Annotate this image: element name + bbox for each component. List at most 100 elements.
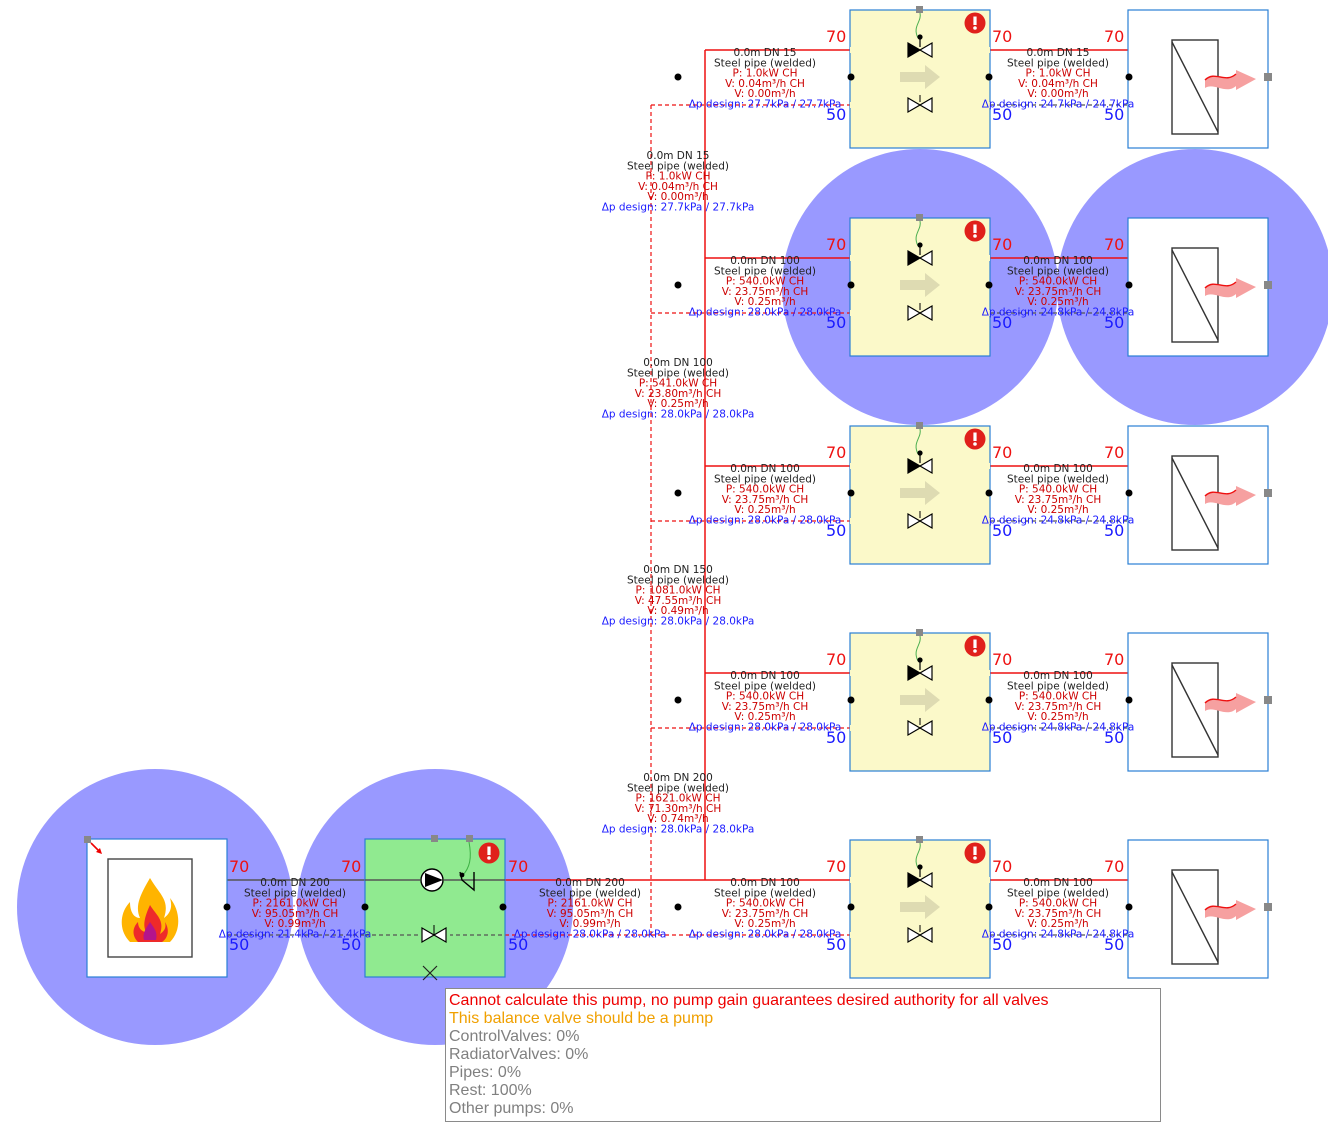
outlet-node[interactable] — [985, 281, 993, 289]
pipe-label-line4: V: 95.05m³/h CH — [252, 908, 338, 920]
pipe-label-line3: P: 2161.0kW CH — [548, 898, 633, 910]
emitter-diagonal — [1171, 871, 1219, 963]
pump-inlet-node[interactable] — [361, 903, 369, 911]
pump-outlet-node[interactable] — [499, 903, 507, 911]
move-cursor-icon — [422, 965, 438, 981]
pipe-label-line4: V: 23.80m³/h CH — [635, 388, 721, 400]
pipe-label-line3: P: 1081.0kW CH — [636, 585, 721, 597]
heat-emitter-unit[interactable]: 70 50 — [1104, 425, 1272, 565]
outlet-node[interactable] — [985, 696, 993, 704]
exclamation-icon[interactable] — [964, 635, 986, 657]
pipe-label-line2: Steel pipe (welded) — [714, 57, 816, 69]
pipe-label-line6: Δp design: 24.8kPa / 24.8kPa — [982, 929, 1135, 941]
signal-wire — [915, 635, 921, 662]
pipe-label-line3: P: 540.0kW CH — [726, 691, 804, 703]
inlet-node[interactable] — [847, 489, 855, 497]
pipe-label-line4: V: 23.75m³/h CH — [722, 494, 808, 506]
pipe-label-line5: V: 0.00m³/h — [1027, 88, 1088, 100]
connector-handle[interactable] — [916, 6, 923, 13]
connector-handle[interactable] — [84, 836, 91, 843]
valve-left-triangle — [907, 96, 922, 114]
inlet-node[interactable] — [847, 696, 855, 704]
pipe-label-line5: V: 0.25m³/h — [1027, 918, 1088, 930]
emitter-node[interactable] — [1125, 489, 1133, 497]
outlet-node[interactable] — [985, 903, 993, 911]
junction-node[interactable] — [674, 281, 682, 289]
emitter-node[interactable] — [1125, 696, 1133, 704]
flow-arrow-icon — [900, 273, 940, 297]
tooltip-warning-text: This balance valve should be a pump — [449, 1010, 714, 1027]
connector-handle[interactable] — [916, 214, 923, 221]
connector-handle[interactable] — [916, 422, 923, 429]
exclamation-icon[interactable] — [964, 428, 986, 450]
supply-temperature: 70 — [826, 650, 846, 669]
connector-handle[interactable] — [1264, 489, 1272, 497]
connector-handle[interactable] — [1264, 696, 1272, 704]
exclamation-icon[interactable] — [964, 842, 986, 864]
junction-node[interactable] — [674, 73, 682, 81]
pipe-label-line1: 0.0m DN 200 — [643, 772, 713, 784]
heat-arrow-icon — [1205, 900, 1256, 920]
junction-node[interactable] — [674, 903, 682, 911]
pipe-label-line3: P: 1.0kW CH — [733, 68, 798, 80]
connector-handle[interactable] — [916, 629, 923, 636]
junction-node[interactable] — [674, 696, 682, 704]
outlet-node[interactable] — [985, 73, 993, 81]
connector-handle[interactable] — [1264, 73, 1272, 81]
heat-arrow-icon — [1205, 693, 1256, 713]
pipe-label-line2: Steel pipe (welded) — [244, 887, 346, 899]
exclamation-icon-dot — [973, 856, 977, 860]
pipe-label-line1: 0.0m DN 100 — [730, 255, 800, 267]
inlet-node[interactable] — [847, 73, 855, 81]
junction-node[interactable] — [674, 489, 682, 497]
emitter-node[interactable] — [1125, 73, 1133, 81]
valve-left-triangle — [907, 304, 922, 322]
valve-left-triangle — [907, 249, 922, 267]
flow-arrow-icon — [900, 65, 940, 89]
supply-temperature: 70 — [1104, 443, 1124, 462]
inlet-node[interactable] — [847, 281, 855, 289]
pump-box[interactable] — [364, 838, 506, 978]
connector-handle[interactable] — [916, 836, 923, 843]
tooltip-control-valves: ControlValves: 0% — [449, 1028, 580, 1045]
outlet-node[interactable] — [985, 489, 993, 497]
boiler-node[interactable] — [223, 903, 231, 911]
pipe-label-line2: Steel pipe (welded) — [627, 574, 729, 586]
valve-icon — [421, 926, 447, 944]
pipe-label-line1: 0.0m DN 15 — [1027, 47, 1090, 59]
pipe-label-line3: P: 2161.0kW CH — [253, 898, 338, 910]
connector-handle[interactable] — [466, 835, 473, 842]
exclamation-icon-dot — [973, 26, 977, 30]
return-temperature: 50 — [1104, 521, 1124, 540]
return-temperature: 50 — [826, 521, 846, 540]
exclamation-icon[interactable] — [478, 842, 500, 864]
exclamation-icon[interactable] — [964, 220, 986, 242]
return-temperature: 50 — [992, 313, 1012, 332]
connector-handle[interactable] — [431, 835, 438, 842]
inlet-node[interactable] — [847, 903, 855, 911]
emitter-node[interactable] — [1125, 281, 1133, 289]
pipe-label-line1: 0.0m DN 200 — [260, 877, 330, 889]
pipe-label-line4: V: 23.75m³/h CH — [1015, 286, 1101, 298]
pipe-label-line1: 0.0m DN 100 — [1023, 877, 1093, 889]
pipe-label-line5: V: 0.25m³/h — [647, 398, 708, 410]
exclamation-icon[interactable] — [964, 12, 986, 34]
connector-handle[interactable] — [1264, 903, 1272, 911]
pipe-label-line3: P: 1.0kW CH — [646, 171, 711, 183]
emitter-node[interactable] — [1125, 903, 1133, 911]
return-temperature: 50 — [826, 935, 846, 954]
connector-handle[interactable] — [1264, 281, 1272, 289]
